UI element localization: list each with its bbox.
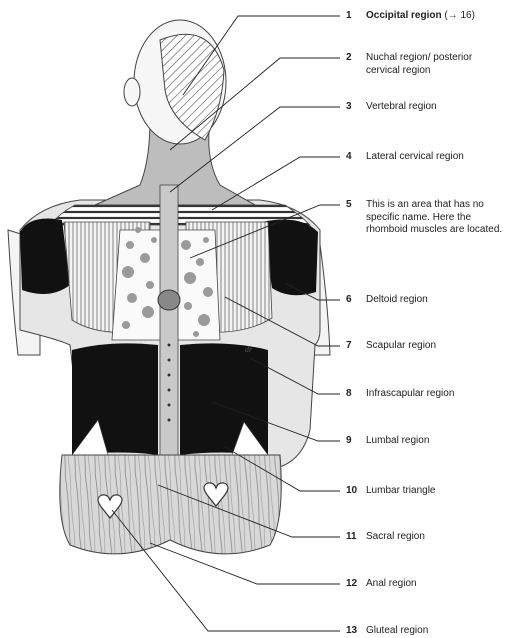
label-number: 3 xyxy=(346,101,366,114)
label-rhomboid-area: 5 This is an area that has no specific n… xyxy=(346,199,506,237)
label-number: 10 xyxy=(346,485,366,498)
label-number: 6 xyxy=(346,294,366,307)
label-number: 4 xyxy=(346,151,366,164)
label-text: Deltoid region xyxy=(366,294,428,305)
label-number: 1 xyxy=(346,10,366,23)
label-text: Lumbar triangle xyxy=(366,485,435,496)
label-crossref: (→ 16) xyxy=(442,10,475,21)
label-number: 2 xyxy=(346,52,366,65)
label-text: Vertebral region xyxy=(366,101,437,112)
label-text: Scapular region xyxy=(366,340,436,351)
label-number: 9 xyxy=(346,435,366,448)
label-text: This is an area that has no specific nam… xyxy=(366,199,506,237)
label-text: Anal region xyxy=(366,578,417,589)
label-nuchal-region: 2 Nuchal region/ posterior cervical regi… xyxy=(346,52,506,77)
label-number: 11 xyxy=(346,531,366,544)
label-text: Gluteal region xyxy=(366,625,428,636)
label-number: 12 xyxy=(346,578,366,591)
label-number: 7 xyxy=(346,340,366,353)
spinous-center xyxy=(158,290,180,310)
artist-signature: dr xyxy=(245,345,253,354)
label-text: Lumbal region xyxy=(366,435,429,446)
label-number: 13 xyxy=(346,625,366,638)
deltoid-left xyxy=(20,219,70,295)
label-text: Infrascapular region xyxy=(366,388,454,399)
gluteal-region xyxy=(60,455,281,554)
label-number: 5 xyxy=(346,199,366,212)
vertebral-strip xyxy=(160,185,178,485)
head xyxy=(124,20,226,144)
label-text: Sacral region xyxy=(366,531,425,542)
label-text: Occipital region xyxy=(366,10,442,21)
label-text: Lateral cervical region xyxy=(366,151,464,162)
label-number: 8 xyxy=(346,388,366,401)
label-text: Nuchal region/ posterior cervical region xyxy=(366,52,496,77)
